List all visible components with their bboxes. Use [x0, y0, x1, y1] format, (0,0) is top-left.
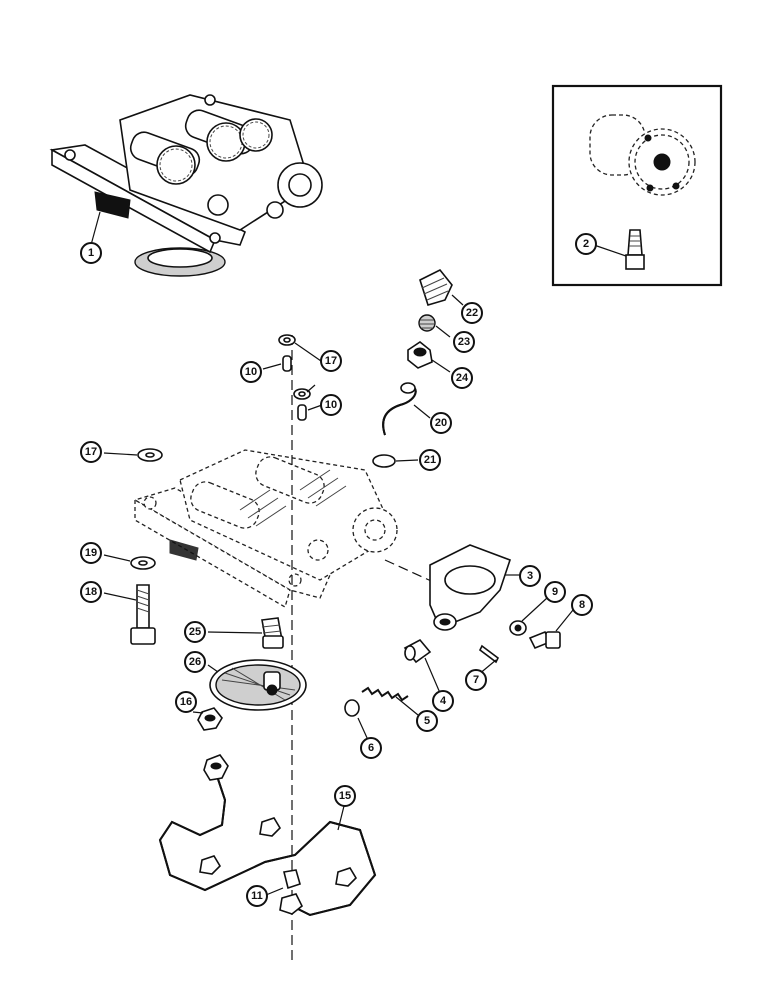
svg-text:26: 26: [189, 656, 201, 668]
svg-text:20: 20: [435, 417, 447, 429]
callout-5: 5: [416, 710, 438, 732]
svg-text:8: 8: [579, 599, 585, 611]
callout-10-upper: 10: [240, 361, 262, 383]
callout-9: 9: [544, 581, 566, 603]
svg-text:2: 2: [583, 238, 589, 250]
svg-text:1: 1: [88, 247, 94, 259]
svg-text:23: 23: [458, 336, 470, 348]
svg-text:4: 4: [440, 695, 447, 707]
callout-3: 3: [519, 565, 541, 587]
svg-text:24: 24: [456, 372, 469, 384]
callout-18: 18: [80, 581, 102, 603]
callout-26: 26: [184, 651, 206, 673]
callout-7: 7: [465, 669, 487, 691]
callout-16: 16: [175, 691, 197, 713]
svg-text:18: 18: [85, 586, 97, 598]
callout-4: 4: [432, 690, 454, 712]
svg-text:17: 17: [85, 446, 97, 458]
svg-text:6: 6: [368, 742, 374, 754]
callout-19: 19: [80, 542, 102, 564]
callout-21: 21: [419, 449, 441, 471]
svg-text:9: 9: [552, 586, 558, 598]
svg-text:7: 7: [473, 674, 479, 686]
pump-assembly-illustration: [49, 94, 323, 277]
svg-text:5: 5: [424, 715, 430, 727]
callout-15: 15: [334, 785, 356, 807]
svg-text:10: 10: [325, 399, 337, 411]
housing-phantom-illustration: [133, 449, 398, 608]
callout-22: 22: [461, 302, 483, 324]
svg-text:11: 11: [251, 890, 263, 902]
svg-text:25: 25: [189, 626, 201, 638]
callout-11: 11: [246, 885, 268, 907]
callout-20: 20: [430, 412, 452, 434]
callout-17-left: 17: [80, 441, 102, 463]
svg-text:16: 16: [180, 696, 192, 708]
callout-2: 2: [575, 233, 597, 255]
callout-6: 6: [360, 737, 382, 759]
callout-25: 25: [184, 621, 206, 643]
svg-text:21: 21: [424, 454, 436, 466]
callout-17-upper: 17: [320, 350, 342, 372]
callout-1: 1: [80, 242, 102, 264]
callout-10-lower: 10: [320, 394, 342, 416]
svg-text:3: 3: [527, 570, 533, 582]
svg-text:22: 22: [466, 307, 478, 319]
svg-text:17: 17: [325, 355, 337, 367]
callout-8: 8: [571, 594, 593, 616]
svg-text:19: 19: [85, 547, 97, 559]
svg-text:15: 15: [339, 790, 351, 802]
callout-23: 23: [453, 331, 475, 353]
inset-panel: [551, 84, 723, 287]
callout-24: 24: [451, 367, 473, 389]
svg-text:10: 10: [245, 366, 257, 378]
